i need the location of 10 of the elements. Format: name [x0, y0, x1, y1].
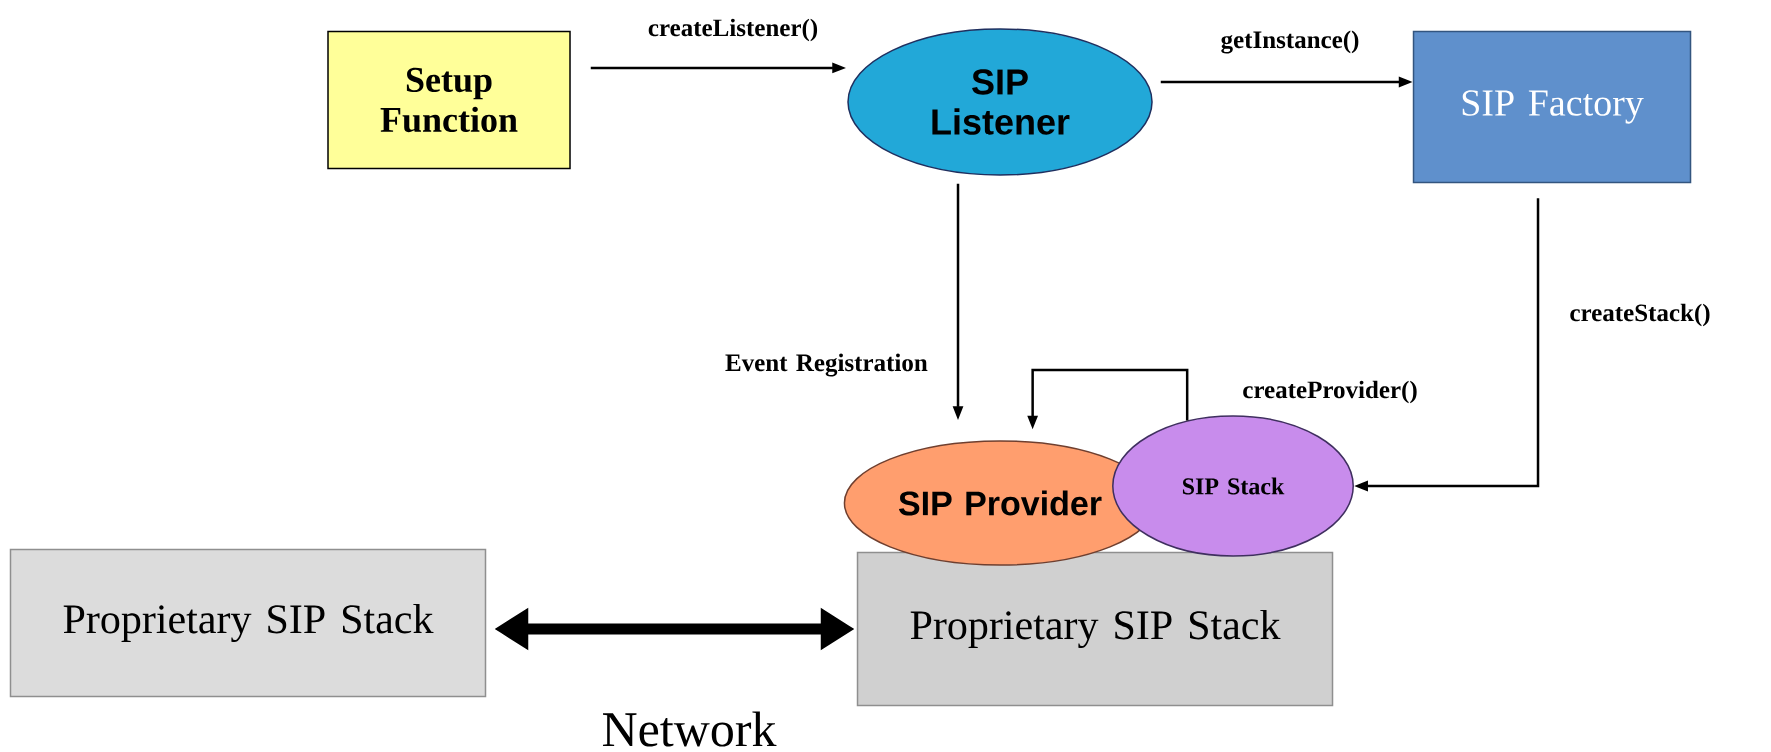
edge-label: createStack() — [1570, 303, 1710, 327]
network-label: Network — [603, 711, 777, 747]
stack-box: Proprietary SIP Stack — [9, 548, 487, 698]
setup-box: Setup Function — [327, 30, 571, 170]
edge-label: Event Registration — [725, 353, 928, 377]
factory-box: SIP Factory — [1412, 30, 1692, 184]
edge-label: getInstance() — [1221, 30, 1359, 54]
stack-box: Proprietary SIP Stack — [856, 551, 1334, 707]
edge-label: createListener() — [648, 18, 818, 42]
edge-label: createProvider() — [1243, 380, 1417, 404]
